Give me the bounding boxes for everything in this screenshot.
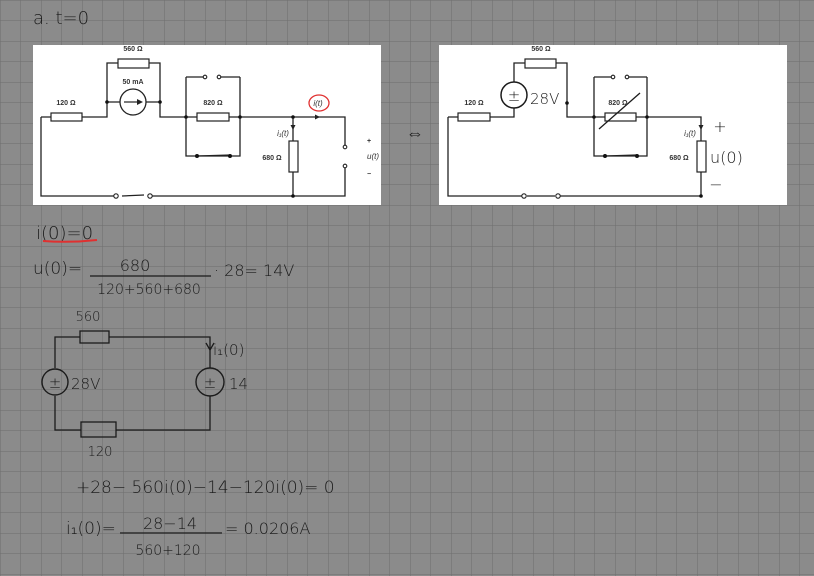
plus-label: + bbox=[367, 138, 371, 145]
equivalence-arrow-icon: ⇔ bbox=[406, 123, 424, 144]
sketch-src-left-label: 28V bbox=[71, 375, 100, 393]
minus-label: − bbox=[709, 175, 722, 194]
heading: a. t=0 bbox=[33, 8, 89, 29]
sketch-sign-left: ± bbox=[49, 374, 62, 392]
r3-label: 820 Ω bbox=[203, 100, 223, 107]
sketch-r-bottom-label: 120 bbox=[88, 445, 113, 460]
sketch-source-left-icon bbox=[41, 368, 69, 396]
sketch-r-top-label: 560 bbox=[76, 310, 101, 325]
sketch-current-label: i₁(0) bbox=[213, 341, 244, 359]
sketch-src-right-label: 14 bbox=[229, 375, 248, 393]
current1-label: i₁(t) bbox=[277, 129, 289, 138]
current1-label: i₁(t) bbox=[684, 129, 696, 138]
circuit-equivalent: ± 28V 120 Ω 560 Ω 820 Ω 680 Ω i₁(t) + u(… bbox=[439, 45, 787, 205]
r4-label: 680 Ω bbox=[262, 155, 282, 162]
circuit-original: 120 Ω 560 Ω 50 mA 820 Ω 680 Ω i(t) i₁(t)… bbox=[33, 45, 381, 205]
current-label: i(t) bbox=[313, 99, 323, 108]
i1-numerator: 28−14 bbox=[143, 514, 197, 533]
sketch-source-right-icon bbox=[195, 367, 225, 397]
i1-denominator: 560+120 bbox=[135, 543, 200, 559]
sketch-sign-right: ± bbox=[204, 374, 217, 392]
source-sign: ± bbox=[508, 87, 521, 105]
source-label: 28V bbox=[530, 90, 559, 108]
source-label: 50 mA bbox=[122, 79, 143, 86]
red-underline bbox=[42, 239, 98, 243]
r2-label: 560 Ω bbox=[531, 46, 551, 53]
r3-label: 820 Ω bbox=[608, 100, 628, 107]
r4-label: 680 Ω bbox=[669, 155, 689, 162]
voltage-source-icon bbox=[500, 81, 528, 109]
u0-rhs: · 28= 14V bbox=[214, 261, 294, 280]
kvl-equation: +28− 560i(0)−14−120i(0)= 0 bbox=[76, 478, 335, 498]
minus-label: − bbox=[367, 171, 371, 178]
u0-lhs: u(0)= bbox=[33, 259, 82, 279]
i1-result: = 0.0206A bbox=[225, 519, 310, 538]
handwritten-solution: i(0)=0 u(0)= 680 120+560+680 · 28= 14V 5… bbox=[33, 223, 335, 559]
u0-numerator: 680 bbox=[120, 256, 151, 275]
i1-lhs: i₁(0)= bbox=[66, 519, 116, 539]
u0-denominator: 120+560+680 bbox=[97, 282, 201, 298]
voltage-label: u(t) bbox=[367, 152, 379, 161]
r1-label: 120 Ω bbox=[464, 100, 484, 107]
r2-label: 560 Ω bbox=[123, 46, 143, 53]
r1-label: 120 Ω bbox=[56, 100, 76, 107]
voltage-label: u(0) bbox=[710, 148, 743, 167]
i0-result: i(0)=0 bbox=[36, 223, 93, 244]
plus-label: + bbox=[713, 117, 726, 136]
highlight-circle bbox=[308, 94, 330, 112]
